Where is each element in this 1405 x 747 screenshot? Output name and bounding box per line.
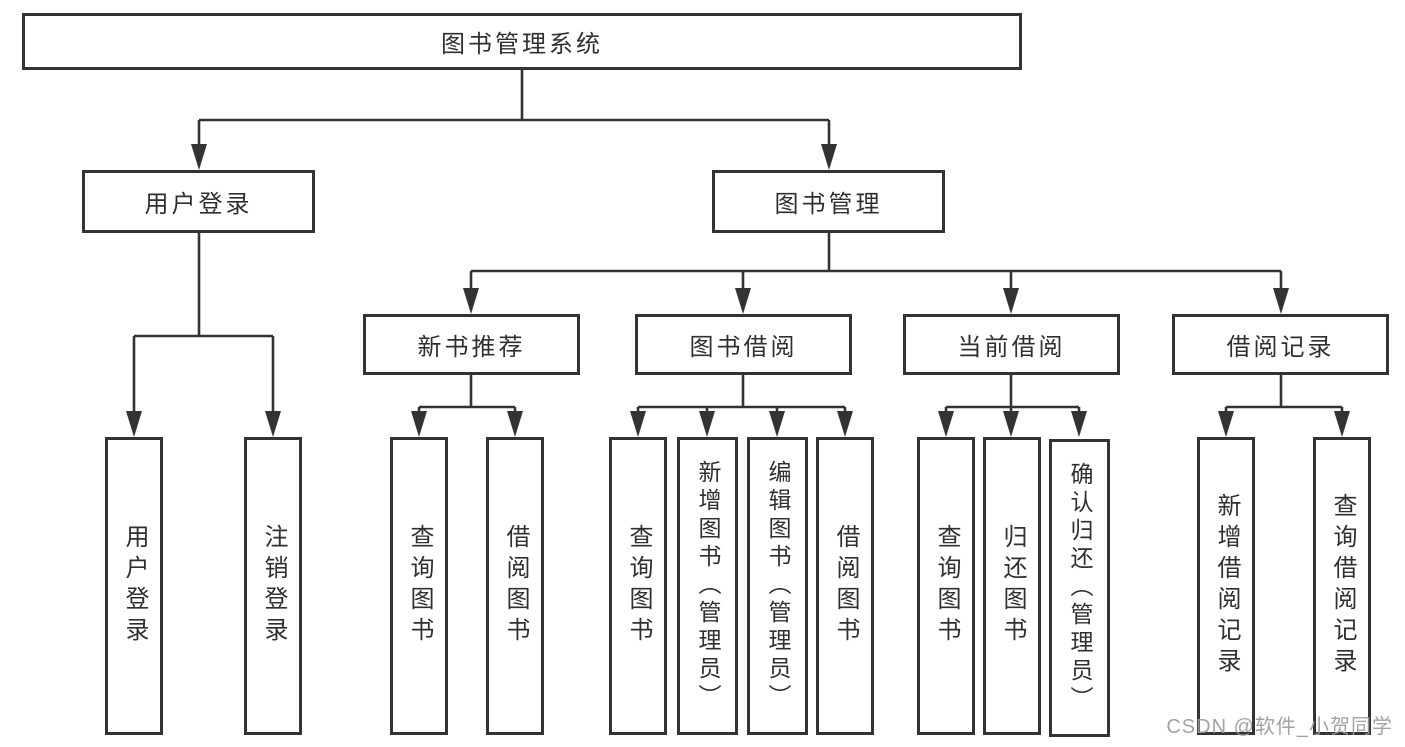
node-label: 用户登录 — [121, 524, 148, 648]
edge-borrowing-records-children — [1218, 375, 1350, 437]
node-label: 新增图书（管理员） — [695, 460, 721, 712]
node-query-books-current: 查询图书 — [917, 437, 975, 735]
csdn-watermark: CSDN @软件_小贺同学 — [1166, 716, 1393, 738]
node-label: 查询借阅记录 — [1329, 493, 1356, 679]
node-add-books-admin: 新增图书（管理员） — [677, 437, 738, 735]
node-borrow-books-leaf: 借阅图书 — [816, 437, 874, 735]
node-book-management-branch: 图书管理 — [712, 170, 945, 233]
node-label: 借阅图书 — [832, 524, 859, 648]
node-confirm-return-admin: 确认归还（管理员） — [1049, 439, 1110, 737]
node-current-borrowing: 当前借阅 — [903, 314, 1120, 375]
node-label: 查询图书 — [406, 524, 433, 648]
edge-new-book-recommend-children — [411, 375, 523, 437]
node-return-books: 归还图书 — [983, 437, 1041, 735]
node-logout-leaf: 注销登录 — [244, 437, 302, 735]
node-query-books-borrowing: 查询图书 — [609, 437, 667, 735]
node-label: 查询图书 — [625, 524, 652, 648]
node-label: 借阅图书 — [502, 524, 529, 648]
edge-book-management-children — [463, 233, 1289, 314]
node-new-book-recommend: 新书推荐 — [363, 314, 580, 375]
node-borrowing-records: 借阅记录 — [1172, 314, 1389, 375]
edge-root-to-level2 — [191, 70, 837, 170]
edge-current-borrowing-children — [938, 375, 1087, 437]
node-query-borrow-record: 查询借阅记录 — [1313, 437, 1371, 735]
node-library-management-system: 图书管理系统 — [22, 13, 1022, 70]
node-borrow-books-recommend: 借阅图书 — [486, 437, 544, 735]
node-book-borrowing: 图书借阅 — [635, 314, 852, 375]
node-user-login-branch: 用户登录 — [82, 170, 315, 233]
node-edit-books-admin: 编辑图书（管理员） — [747, 437, 808, 735]
node-label: 归还图书 — [999, 524, 1026, 648]
edge-book-borrowing-children — [630, 375, 853, 437]
node-query-books-recommend: 查询图书 — [390, 437, 448, 735]
node-label: 新增借阅记录 — [1213, 493, 1240, 679]
node-label: 确认归还（管理员） — [1067, 462, 1093, 714]
node-add-borrow-record: 新增借阅记录 — [1197, 437, 1255, 735]
node-label: 查询图书 — [933, 524, 960, 648]
edge-user-login-children — [126, 233, 281, 437]
node-label: 编辑图书（管理员） — [765, 460, 791, 712]
node-user-login-leaf: 用户登录 — [105, 437, 163, 735]
node-label: 注销登录 — [260, 524, 287, 648]
